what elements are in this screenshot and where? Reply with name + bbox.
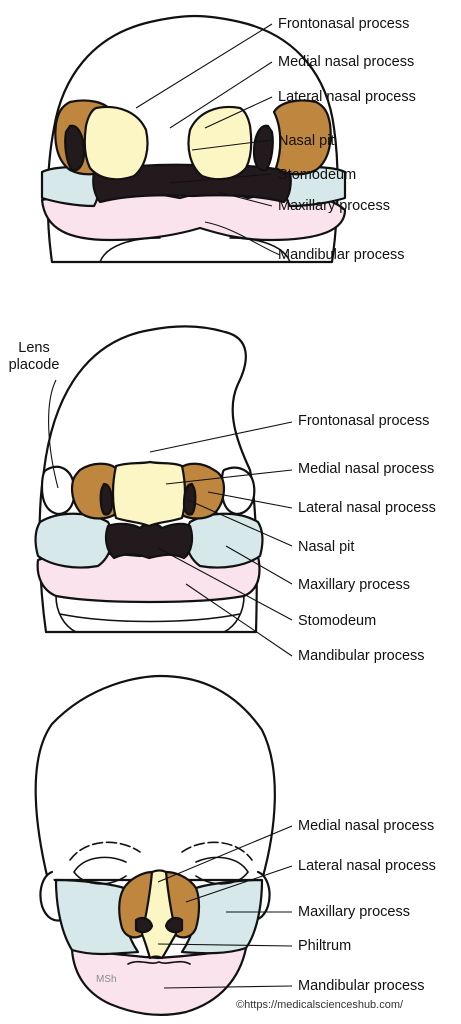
label-maxillary-1: Maxillary process xyxy=(278,198,390,214)
leader-frontonasal-2 xyxy=(149,421,293,453)
label-philtrum: Philtrum xyxy=(298,938,351,954)
stage3-maxillary-right xyxy=(180,878,264,955)
label-stomodeum-2: Stomodeum xyxy=(298,613,376,629)
label-lens-2: placode xyxy=(9,357,60,373)
stage-3-labels: Medial nasal process Lateral nasal proce… xyxy=(96,818,436,994)
label-medial-nasal-1: Medial nasal process xyxy=(278,54,414,70)
stage3-mouth xyxy=(127,960,191,965)
stage1-mandibular-process xyxy=(40,190,347,242)
label-mandibular-1: Mandibular process xyxy=(278,247,405,263)
label-medial-nasal-2: Medial nasal process xyxy=(298,461,434,477)
stage-2-labels: Lens placode Frontonasal process Medial … xyxy=(9,340,436,664)
label-mandibular-2: Mandibular process xyxy=(298,648,425,664)
stage-3-face xyxy=(34,674,276,1016)
stage3-nasal-pit-right xyxy=(164,916,184,934)
label-maxillary-2: Maxillary process xyxy=(298,577,410,593)
stage3-eye-right-lower xyxy=(195,871,249,885)
stage3-mandibular-process xyxy=(70,946,248,1016)
stage3-eye-left-lower xyxy=(73,871,127,885)
stage-1-labels: Frontonasal process Medial nasal process… xyxy=(278,16,416,263)
stage2-stomodeum xyxy=(104,522,194,560)
leader-stomodeum-1 xyxy=(169,173,273,184)
leader-pit-2 xyxy=(187,499,293,547)
leader-maxillary-2 xyxy=(225,545,293,585)
stage3-eye-right-upper xyxy=(195,856,249,873)
stage2-nasal-pit-right xyxy=(182,482,197,516)
stage-3-leaders xyxy=(157,825,293,989)
stage1-medial-nasal-right xyxy=(187,105,253,181)
leader-maxillary-1 xyxy=(217,191,273,207)
author-initials: MSh xyxy=(96,974,117,985)
stage2-maxillary-right xyxy=(184,512,264,569)
stage2-neck-curve-right xyxy=(223,595,245,633)
leader-lateral-1 xyxy=(204,96,273,129)
stage2-maxillary-left xyxy=(34,512,114,569)
label-lateral-nasal-3: Lateral nasal process xyxy=(298,858,436,874)
label-lens-1: Lens xyxy=(18,340,49,356)
label-medial-nasal-3: Medial nasal process xyxy=(298,818,434,834)
stage1-nasal-pit-left xyxy=(64,124,86,172)
stage1-medial-nasal-left xyxy=(83,105,149,181)
stage3-ear-left xyxy=(39,870,64,922)
label-mandibular-3: Mandibular process xyxy=(298,978,425,994)
leader-lateral-2 xyxy=(207,491,293,509)
stage3-brow-right xyxy=(181,841,253,861)
leader-philtrum xyxy=(157,943,293,947)
stage1-chest-curve xyxy=(99,237,161,263)
label-lateral-nasal-2: Lateral nasal process xyxy=(298,500,436,516)
label-maxillary-3: Maxillary process xyxy=(298,904,410,920)
leader-mandibular-2 xyxy=(185,583,293,657)
label-nasal-pit-2: Nasal pit xyxy=(298,539,354,555)
stage3-medial-nasal xyxy=(140,869,178,960)
label-stomodeum-1: Stomodeum xyxy=(278,167,356,183)
label-frontonasal-2: Frontonasal process xyxy=(298,413,429,429)
leader-medial-3 xyxy=(157,825,293,883)
stage2-neck-curve-left xyxy=(55,595,77,633)
leader-mandibular-1 xyxy=(204,221,281,256)
stage3-nasal-pit-left xyxy=(134,916,154,934)
stage3-eye-left-upper xyxy=(73,856,127,873)
stage2-nasal-pit-left xyxy=(99,482,114,516)
label-nasal-pit-1: Nasal pit xyxy=(278,133,334,149)
leader-stomodeum-2 xyxy=(157,547,293,621)
stage-2-leaders xyxy=(48,379,293,657)
leader-lateral-3 xyxy=(185,865,293,903)
stage-2-face xyxy=(34,325,264,634)
watermark: ©https://medicalscienceshub.com/ xyxy=(236,999,404,1011)
stage2-neck-line xyxy=(59,613,241,623)
leader-pit-1 xyxy=(191,139,273,151)
stage-1-face xyxy=(40,14,347,264)
leader-frontonasal-1 xyxy=(135,23,273,109)
stage1-chest-curve-right xyxy=(229,237,291,263)
stage3-maxillary-left xyxy=(54,878,140,956)
leader-mandibular-3 xyxy=(163,985,293,989)
stage2-lens-placode-left xyxy=(40,465,76,516)
leader-medial-1 xyxy=(169,61,273,129)
stage1-nasal-pit-right xyxy=(252,124,274,172)
label-frontonasal-1: Frontonasal process xyxy=(278,16,409,32)
leader-lens-placode xyxy=(48,379,59,489)
stage2-medial-nasal xyxy=(111,460,187,528)
label-lateral-nasal-1: Lateral nasal process xyxy=(278,89,416,105)
stage-1-leaders xyxy=(135,23,281,256)
stage1-lateral-nasal-right xyxy=(272,99,332,176)
stage3-head-outline xyxy=(34,674,276,882)
leader-medial-2 xyxy=(165,469,293,485)
stage3-brow-left xyxy=(69,841,141,861)
